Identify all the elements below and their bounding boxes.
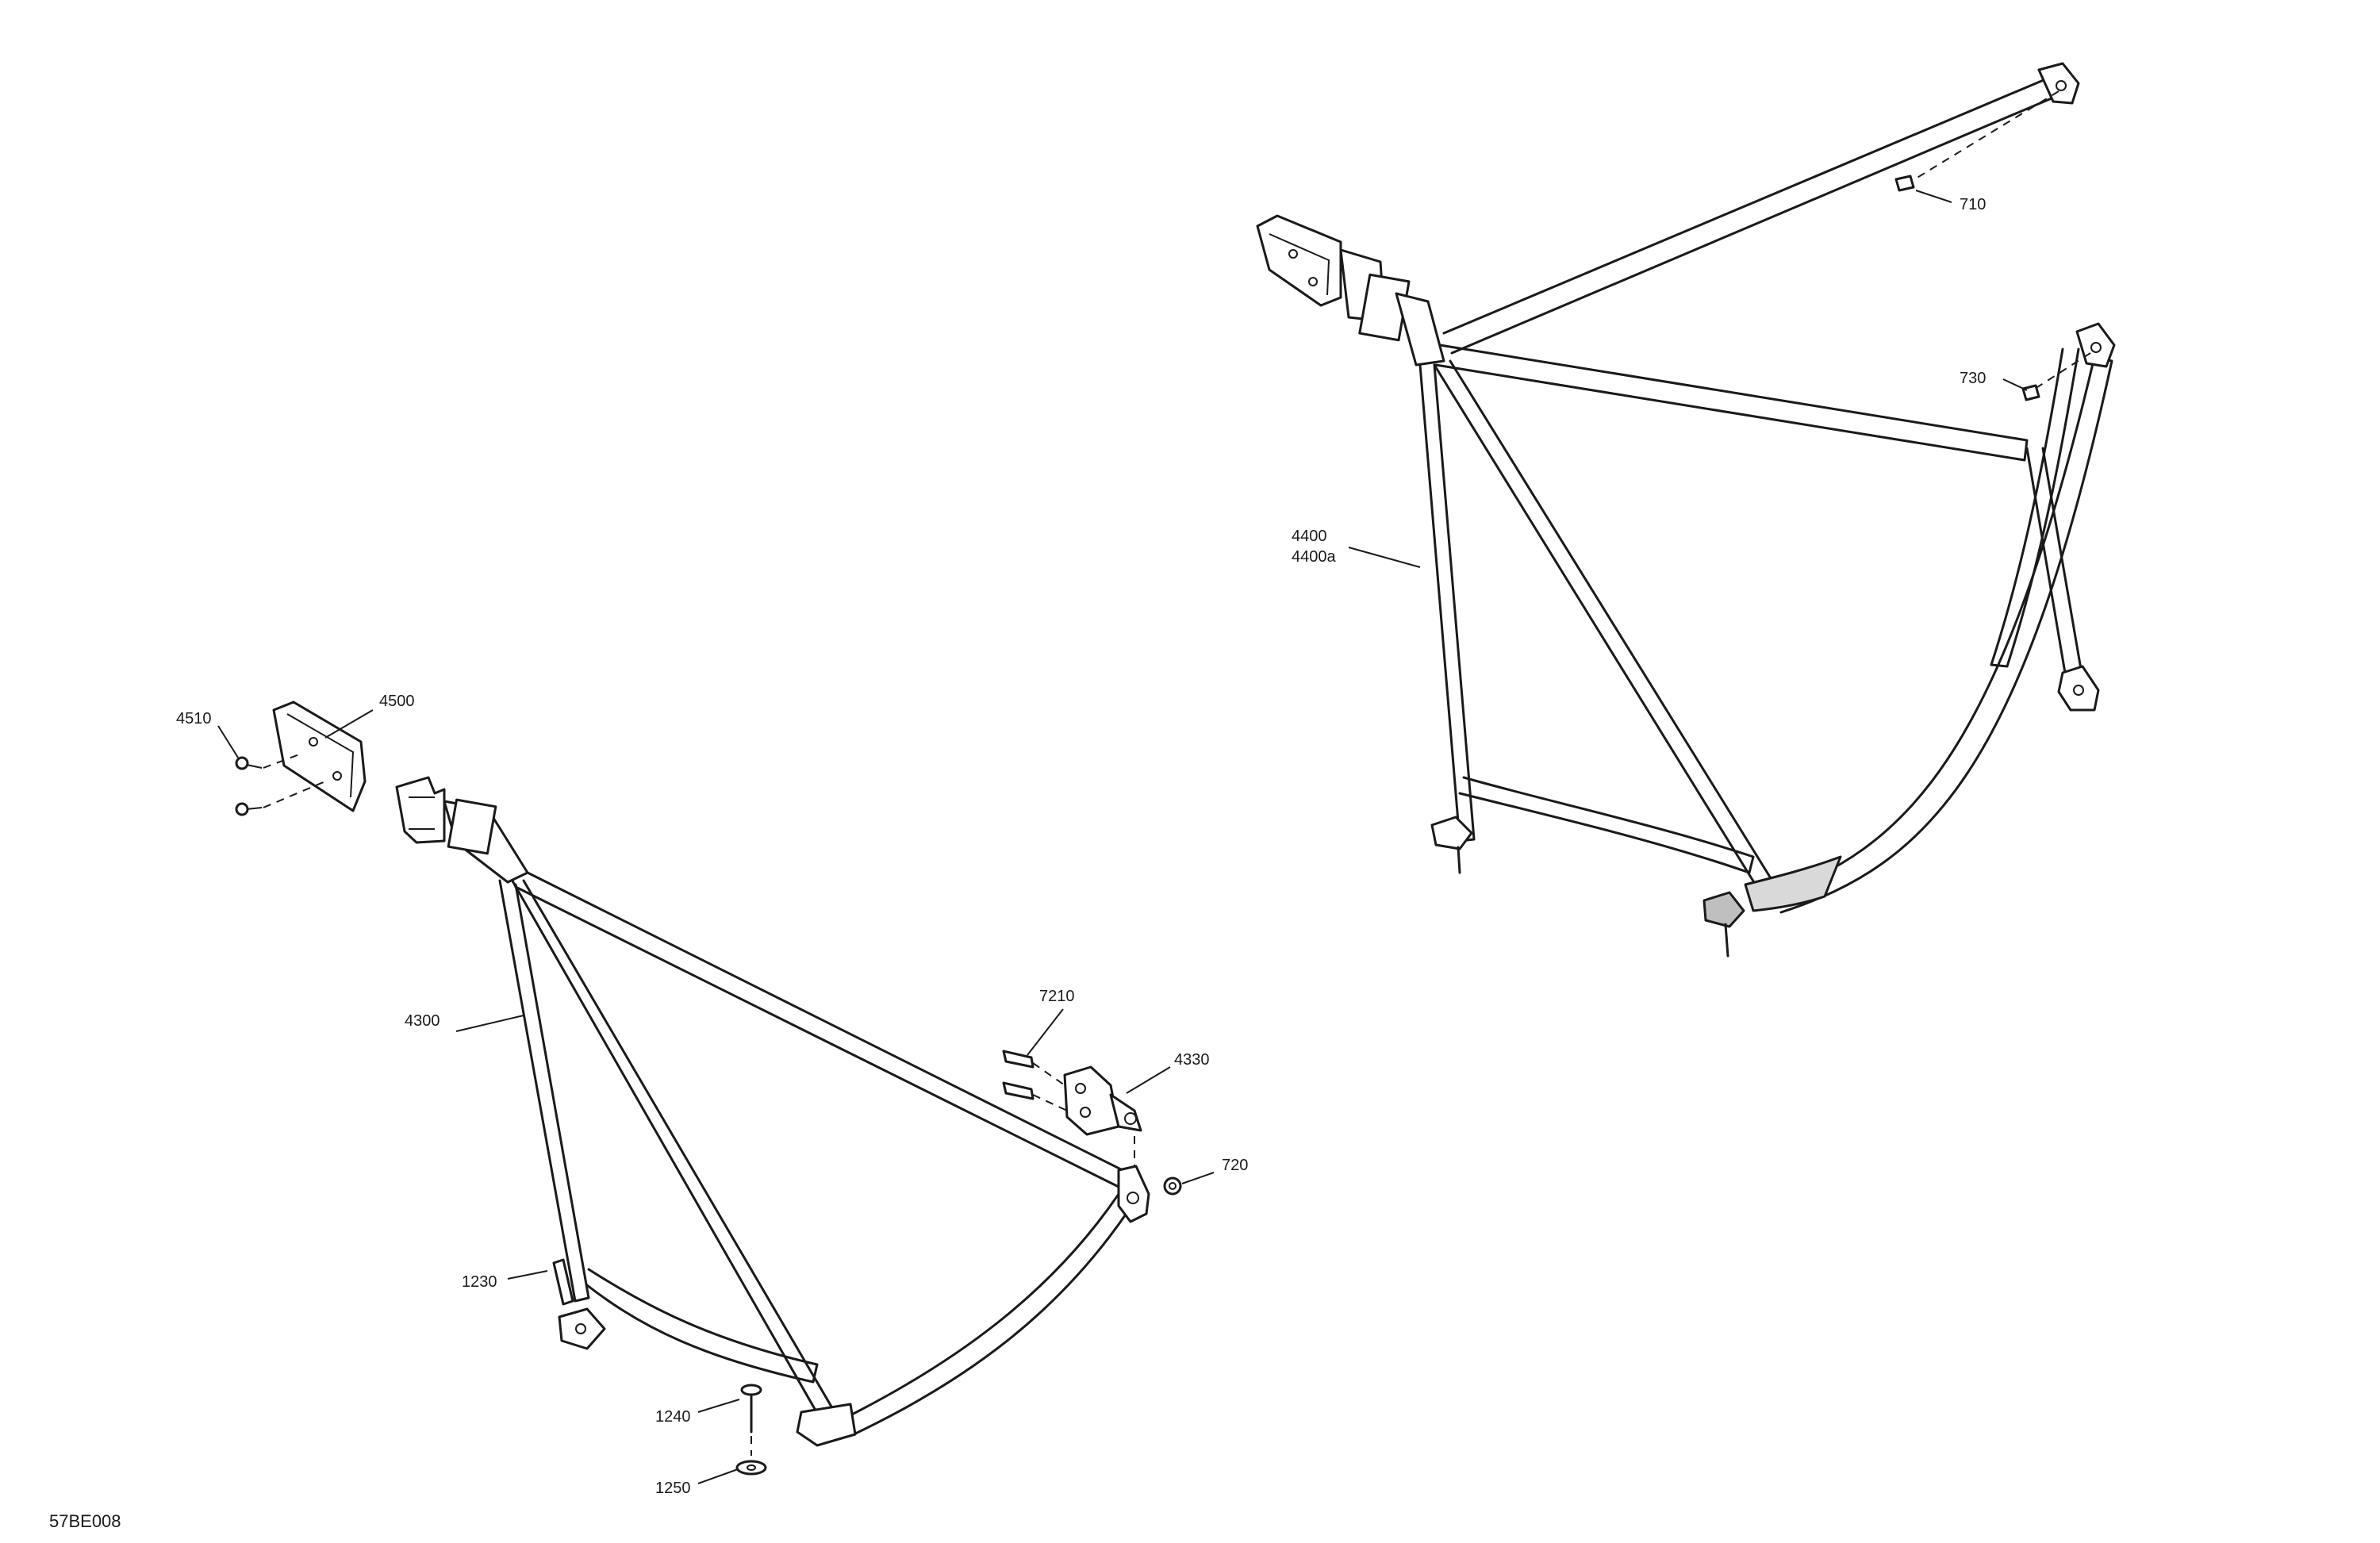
buckle-right bbox=[1256, 214, 1445, 367]
screw-4510 bbox=[235, 753, 326, 816]
callout-720: 720 bbox=[1222, 1157, 1248, 1174]
callout-1250: 1250 bbox=[655, 1480, 691, 1497]
washer-1250 bbox=[735, 1460, 767, 1476]
belt-webbing-4300 bbox=[498, 867, 1142, 1447]
callout-710: 710 bbox=[1960, 196, 1986, 213]
floor-anchor-1230 bbox=[552, 1258, 606, 1350]
diagram-id-label: 57BE008 bbox=[49, 1511, 121, 1531]
callout-1230: 1230 bbox=[462, 1273, 497, 1291]
nut-720 bbox=[1163, 1176, 1182, 1196]
callout-4300: 4300 bbox=[405, 1012, 440, 1030]
belt-webbing-4400 bbox=[1418, 74, 2113, 914]
anchor-upper-710 bbox=[1894, 62, 2080, 192]
anchor-lower-right bbox=[2057, 665, 2100, 712]
buckle-cover-4500 bbox=[272, 700, 367, 812]
seat-belt-assembly-right bbox=[1256, 62, 2116, 958]
callout-730: 730 bbox=[1960, 370, 1986, 387]
seat-belt-assembly-left bbox=[217, 700, 1215, 1484]
callout-4400: 4400 bbox=[1292, 528, 1327, 545]
buckle-tongue-left bbox=[395, 776, 529, 884]
floor-anchor-right-assembly bbox=[1430, 816, 1473, 874]
anchor-plate-right-left bbox=[1117, 1165, 1150, 1223]
callout-4330: 4330 bbox=[1174, 1051, 1210, 1069]
callout-7210: 7210 bbox=[1039, 988, 1075, 1005]
leader-lines-left bbox=[217, 709, 1215, 1484]
callout-1240: 1240 bbox=[655, 1408, 691, 1426]
callout-4400a: 4400a bbox=[1292, 548, 1336, 566]
anchor-side-730 bbox=[2021, 322, 2116, 401]
bracket-4330 bbox=[1063, 1065, 1142, 1136]
floor-anchor-center bbox=[1702, 891, 1745, 958]
screw-1240 bbox=[740, 1384, 762, 1456]
bolts-7210 bbox=[1002, 1050, 1135, 1190]
leader-lines-right bbox=[1348, 190, 2028, 568]
callout-4510: 4510 bbox=[176, 710, 212, 727]
callout-4500: 4500 bbox=[379, 693, 415, 710]
